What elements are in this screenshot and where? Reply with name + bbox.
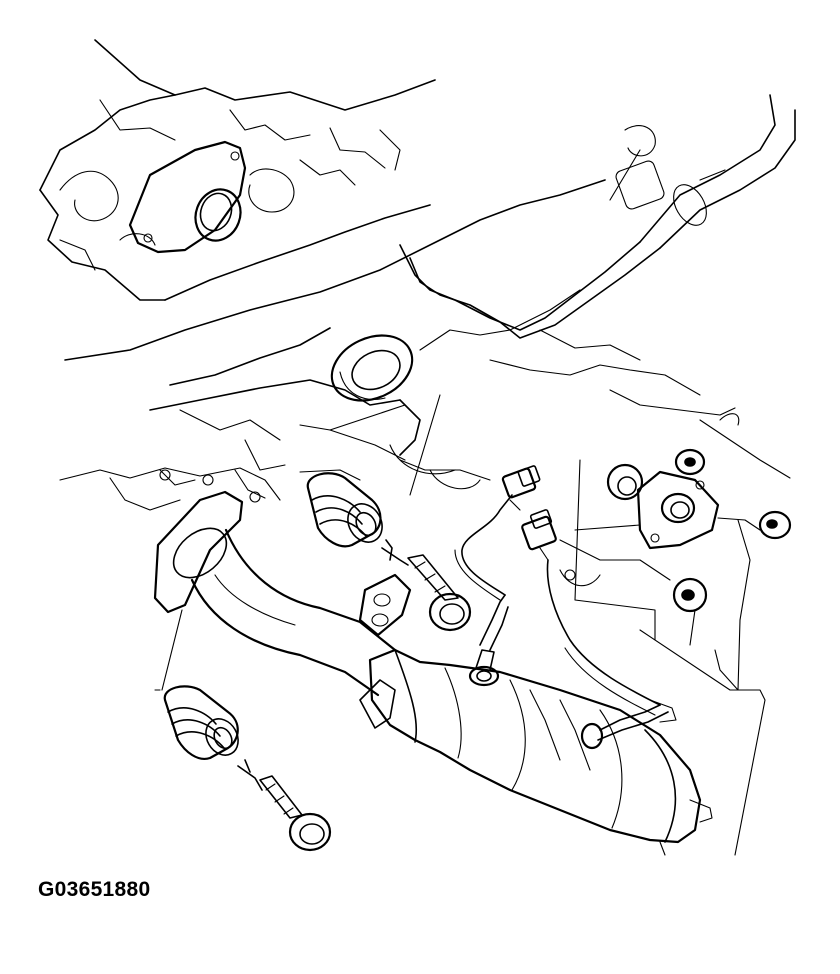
flange-bolt-icon [381,539,472,632]
exhaust-manifold-flange-icon [128,140,247,254]
rubber-mount-icon [606,448,792,613]
spring-icon [306,472,383,548]
mounting-bracket-icon [574,470,761,550]
stabilizer-bar-icon [399,94,796,426]
leader-lines [154,394,766,856]
front-exhaust-pipe-icon [153,490,397,697]
oxygen-sensor-icon [468,594,509,687]
engine-block-icon [39,39,436,301]
subframe-crossmember-icon [59,179,791,587]
sensor-connector-icon [454,465,661,716]
flange-gasket-ring-icon [330,334,414,402]
rubber-mount-icon [358,573,412,637]
flange-bolt-icon [237,759,332,852]
oxygen-sensor-icon [580,699,677,750]
figure-reference-code: G03651880 [38,878,151,901]
catalytic-converter-icon [359,648,713,856]
spring-icon [163,685,239,760]
